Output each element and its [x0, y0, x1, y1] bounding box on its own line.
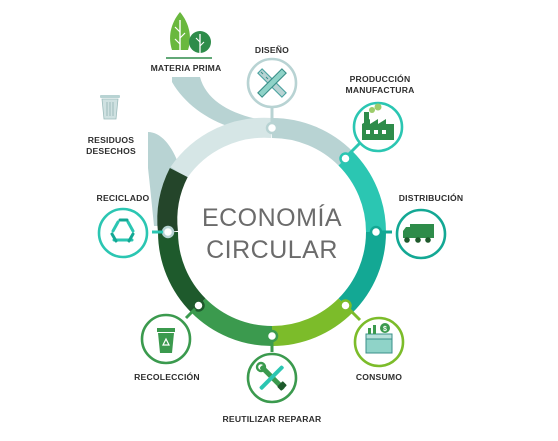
ring-segment-collection — [191, 298, 273, 346]
node-collection — [192, 299, 205, 312]
label-diseno: DISEÑO — [255, 45, 289, 55]
label-manufactura: MANUFACTURA — [345, 85, 414, 95]
ring-segment-recycling — [158, 231, 206, 313]
node-consumption — [339, 299, 352, 312]
label-produccion: PRODUCCIÓN — [350, 73, 411, 84]
node-recycling — [161, 225, 175, 239]
node-design — [265, 121, 279, 135]
svg-text:$: $ — [383, 326, 387, 333]
recycling-stage — [97, 207, 149, 259]
label-recoleccion: RECOLECCIÓN — [134, 371, 200, 382]
node-reuse — [265, 329, 279, 343]
ring-segment-recycled-input — [157, 168, 188, 234]
recycle-icon — [110, 218, 135, 243]
collection-stage — [140, 313, 192, 365]
label-desechos: DESECHOS — [86, 146, 136, 156]
node-distribution — [369, 225, 383, 239]
ruler-pencil-icon — [257, 68, 287, 98]
wrench-screwdriver-icon — [255, 361, 287, 391]
connectors — [152, 108, 392, 352]
ring-segment-reuse — [271, 298, 353, 346]
factory-icon — [362, 103, 394, 140]
trees-icon — [166, 12, 212, 59]
label-reutilizar: REUTILIZAR REPARAR — [223, 414, 323, 424]
production-stage — [352, 101, 404, 153]
label-residuos: RESIDUOS — [88, 135, 135, 145]
label-consumo: CONSUMO — [356, 372, 402, 382]
reuse-stage — [246, 352, 298, 404]
shopping-box-icon: $ — [365, 323, 393, 354]
ring-segment-design — [170, 117, 273, 179]
center-title-line2: CIRCULAR — [206, 236, 338, 264]
distribution-stage — [395, 208, 447, 260]
label-reciclado: RECICLADO — [97, 193, 150, 203]
raw-material-flow — [172, 77, 262, 134]
label-materia-prima: MATERIA PRIMA — [151, 63, 222, 73]
trash-can-icon — [100, 95, 120, 120]
ring-segment-production — [271, 118, 353, 166]
ring-segment-consumption — [338, 231, 386, 313]
center-title-line1: ECONOMÍA — [202, 203, 342, 232]
ring-segment-distribution — [338, 151, 386, 233]
recycle-bin-icon — [157, 328, 175, 353]
consumption-stage: $ — [353, 316, 405, 368]
node-production — [339, 152, 352, 165]
design-stage — [246, 57, 298, 109]
label-distribucion: DISTRIBUCIÓN — [399, 192, 463, 203]
truck-icon — [403, 224, 434, 243]
